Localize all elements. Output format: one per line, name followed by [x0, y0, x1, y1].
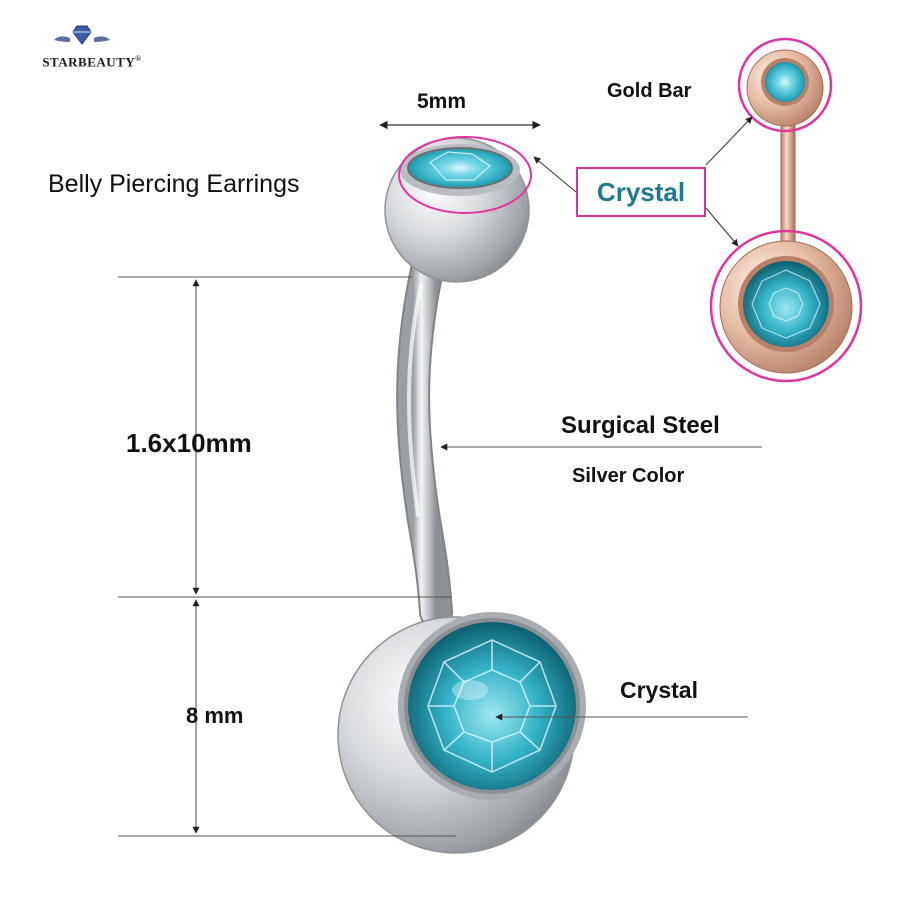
diamond-wings-icon — [54, 25, 110, 45]
top-ball-size-label: 5mm — [417, 90, 467, 113]
gold-top-highlight — [737, 37, 833, 133]
brand-logo: STARBEAUTY® — [22, 18, 162, 70]
registered-mark: ® — [135, 54, 142, 63]
crystal-callout-box: Crystal — [576, 167, 706, 217]
bottom-ball-size-label: 8 mm — [186, 703, 244, 728]
gold-bottom-highlight — [709, 229, 863, 383]
bar-length-label: 1.6x10mm — [126, 428, 252, 458]
bottom-crystal-label: Crystal — [620, 677, 698, 703]
gold-barbell — [719, 49, 853, 374]
top-crystal-highlight — [398, 136, 532, 214]
gold-top-crystal — [765, 62, 805, 102]
crystal-callout-label: Crystal — [596, 176, 686, 207]
product-title: Belly Piercing Earrings — [48, 170, 300, 198]
top-crystal — [407, 147, 513, 189]
silver-barbell — [337, 137, 586, 854]
brand-name: STARBEAUTY® — [42, 54, 142, 70]
material-label: Surgical Steel — [561, 412, 720, 439]
color-label: Silver Color — [572, 465, 685, 487]
gold-bar-label: Gold Bar — [607, 80, 692, 102]
gold-bottom-crystal — [743, 261, 829, 347]
bottom-crystal — [408, 622, 576, 790]
